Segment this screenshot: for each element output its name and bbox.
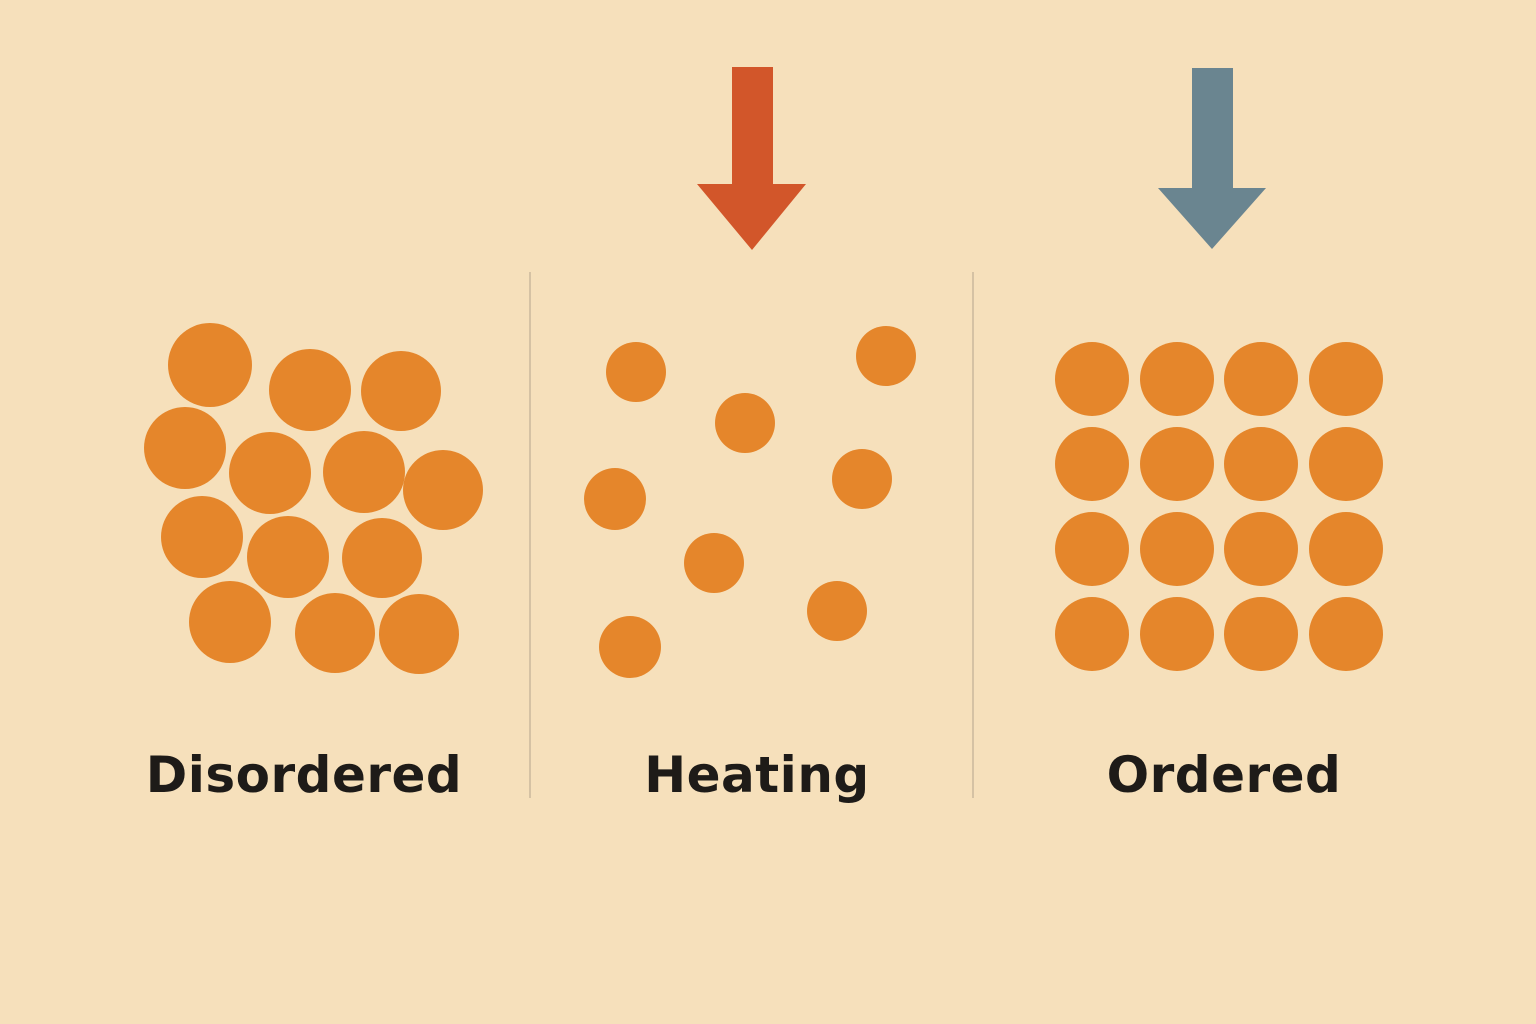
particle — [584, 468, 646, 530]
heating-particles — [584, 326, 916, 678]
particle — [269, 349, 351, 431]
particle — [832, 449, 892, 509]
particle — [1224, 512, 1298, 586]
disordered-particles — [144, 323, 483, 674]
particle — [856, 326, 916, 386]
particle — [807, 581, 867, 641]
heating-down-arrow-icon — [697, 67, 806, 250]
particle — [606, 342, 666, 402]
particle — [144, 407, 226, 489]
ordering-down-arrow-icon — [1158, 68, 1266, 249]
particle — [168, 323, 252, 407]
particle — [342, 518, 422, 598]
particle — [189, 581, 271, 663]
particle — [1055, 597, 1129, 671]
particle — [1140, 427, 1214, 501]
particle — [599, 616, 661, 678]
particle — [1140, 342, 1214, 416]
particle — [1309, 342, 1383, 416]
particle — [1055, 427, 1129, 501]
particle — [1309, 427, 1383, 501]
particle — [323, 431, 405, 513]
particle — [1224, 427, 1298, 501]
ordered-particles — [1055, 342, 1383, 671]
particle — [403, 450, 483, 530]
particle — [715, 393, 775, 453]
particle — [1140, 597, 1214, 671]
particle — [229, 432, 311, 514]
particle — [1055, 342, 1129, 416]
particle — [161, 496, 243, 578]
particle — [1140, 512, 1214, 586]
label-ordered: Ordered — [1106, 746, 1342, 804]
particle — [1309, 512, 1383, 586]
label-disordered: Disordered — [145, 746, 463, 804]
particle — [1309, 597, 1383, 671]
particle — [1224, 597, 1298, 671]
particle — [684, 533, 744, 593]
particle — [1055, 512, 1129, 586]
particle — [361, 351, 441, 431]
label-heating: Heating — [644, 746, 870, 804]
particle — [247, 516, 329, 598]
particle — [1224, 342, 1298, 416]
particle — [379, 594, 459, 674]
particle — [295, 593, 375, 673]
